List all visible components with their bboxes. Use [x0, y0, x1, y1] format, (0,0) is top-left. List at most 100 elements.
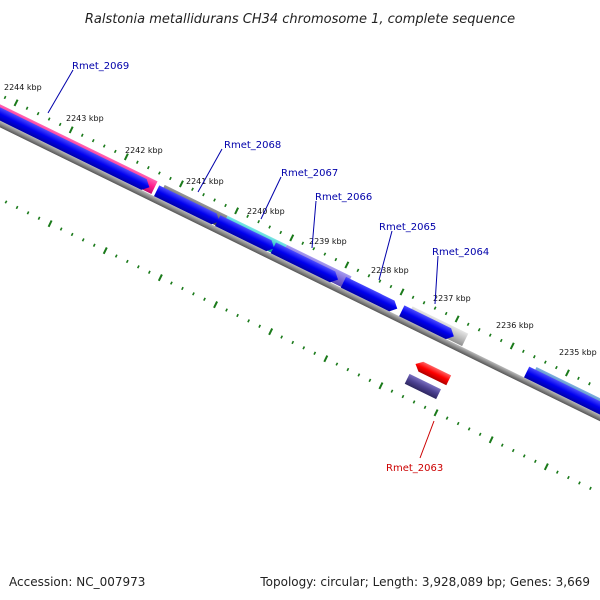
minor-tick — [433, 306, 437, 310]
minor-tick — [191, 187, 194, 191]
gene-label-rmet-2065[interactable]: Rmet_2065 — [379, 222, 436, 233]
minor-tick — [257, 219, 261, 224]
minor-tick — [543, 360, 547, 364]
minor-tick — [522, 454, 526, 458]
minor-tick — [302, 346, 306, 350]
major-tick — [68, 126, 74, 134]
minor-tick — [578, 481, 581, 485]
gene-label-rmet-2063[interactable]: Rmet_2063 — [386, 463, 443, 474]
gene-label-rmet-2069[interactable]: Rmet_2069 — [72, 61, 129, 72]
minor-tick — [577, 376, 580, 381]
minor-tick — [202, 192, 205, 197]
cds-arrow-rmet-2064[interactable] — [523, 366, 600, 437]
genome-summary-text: Topology: circular; Length: 3,928,089 bp… — [259, 575, 590, 589]
gene-label-rmet-2066[interactable]: Rmet_2066 — [315, 192, 372, 203]
minor-tick — [58, 122, 62, 127]
cds-arrow-rmet-2069[interactable] — [0, 97, 152, 192]
minor-tick — [247, 319, 251, 323]
minor-tick — [169, 176, 172, 181]
minor-tick — [554, 365, 558, 370]
major-tick — [234, 207, 240, 215]
minor-tick — [500, 443, 504, 447]
tick-label: 2242 kbp — [125, 146, 163, 155]
minor-tick — [423, 405, 427, 410]
minor-tick — [37, 216, 41, 220]
gene-label-rmet-2068[interactable]: Rmet_2068 — [224, 140, 281, 151]
major-tick — [179, 180, 184, 188]
gene-label-rmet-2064[interactable]: Rmet_2064 — [432, 247, 489, 258]
minor-tick — [566, 475, 570, 480]
major-tick — [47, 220, 53, 228]
major-tick — [433, 409, 439, 417]
map-title: Ralstonia metallidurans CH34 chromosome … — [85, 12, 515, 27]
minor-tick — [466, 322, 470, 327]
minor-tick — [378, 279, 382, 283]
minor-tick — [323, 252, 327, 256]
minor-tick — [192, 292, 195, 296]
minor-tick — [4, 200, 8, 204]
minor-tick — [301, 241, 305, 245]
minor-tick — [213, 198, 216, 202]
major-tick — [454, 315, 460, 323]
minor-tick — [588, 382, 591, 386]
major-tick — [323, 355, 329, 363]
minor-tick — [81, 238, 85, 242]
minor-tick — [113, 149, 117, 154]
minor-tick — [521, 349, 525, 354]
gene-feature-rmet-2063[interactable] — [404, 373, 441, 400]
major-tick — [378, 382, 384, 390]
minor-tick — [224, 203, 227, 208]
minor-tick — [114, 254, 118, 258]
minor-tick — [92, 243, 96, 247]
cds-arrow-rmet-2067[interactable] — [215, 215, 277, 253]
minor-tick — [3, 95, 7, 100]
gene-labels: Rmet_2069 Rmet_2068 Rmet_2067 Rmet_2066 … — [47, 61, 489, 474]
cds-arrow-rmet-2066[interactable] — [270, 242, 341, 285]
minor-tick — [533, 459, 537, 464]
minor-tick — [36, 111, 40, 116]
minor-tick — [169, 281, 173, 285]
inner-tick-ring — [4, 200, 592, 491]
minor-tick — [70, 232, 74, 237]
major-tick — [543, 463, 549, 471]
minor-tick — [15, 205, 19, 210]
minor-tick — [25, 106, 29, 110]
cds-arrows — [0, 97, 600, 437]
minor-tick — [125, 259, 129, 264]
tick-label: 2241 kbp — [186, 177, 224, 186]
cds-arrow-rmet-2065a[interactable] — [340, 276, 400, 314]
major-tick — [488, 436, 494, 444]
minor-tick — [146, 165, 150, 170]
major-tick — [289, 234, 295, 242]
minor-tick — [135, 160, 139, 164]
minor-tick — [102, 144, 106, 148]
accession-text: Accession: NC_007973 — [9, 575, 145, 589]
tick-label: 2236 kbp — [496, 321, 534, 330]
minor-tick — [555, 470, 559, 474]
minor-tick — [422, 301, 426, 305]
minor-tick — [401, 394, 405, 399]
minor-tick — [80, 133, 84, 137]
minor-tick — [368, 378, 372, 383]
minor-tick — [268, 225, 272, 229]
tick-label: 2243 kbp — [66, 114, 104, 123]
minor-tick — [477, 328, 481, 332]
minor-tick — [390, 389, 394, 393]
cds-arrow-rmet-2063-highlight[interactable] — [413, 359, 452, 386]
minor-tick — [225, 308, 228, 312]
minor-tick — [412, 400, 416, 404]
cds-arrow-rmet-2065b[interactable] — [399, 305, 456, 341]
minor-tick — [456, 421, 460, 426]
cds-arrow-rmet-2068[interactable] — [153, 185, 222, 227]
major-tick — [157, 274, 163, 282]
major-tick — [509, 342, 515, 350]
minor-tick — [203, 297, 206, 301]
tick-label: 2240 kbp — [247, 207, 285, 216]
minor-tick — [157, 171, 161, 175]
minor-tick — [356, 268, 360, 273]
gene-label-rmet-2067[interactable]: Rmet_2067 — [281, 168, 338, 179]
minor-tick — [313, 351, 317, 355]
major-tick — [344, 261, 350, 269]
minor-tick — [411, 295, 415, 300]
